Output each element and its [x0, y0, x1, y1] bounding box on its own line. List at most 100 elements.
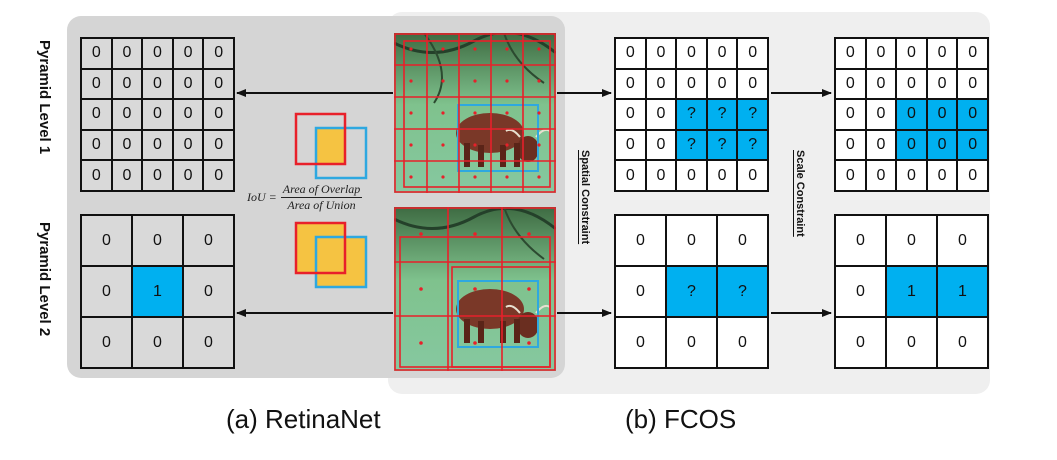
- scale-constraint-label: Scale Constraint: [794, 150, 806, 237]
- grid-cell: 0: [887, 216, 936, 265]
- grid-cell: 0: [616, 130, 645, 160]
- grid-cell: 0: [677, 161, 706, 190]
- grid-cell: 0: [707, 161, 737, 190]
- grid-cell: 0: [143, 161, 172, 190]
- grid-cell: 0: [836, 318, 885, 367]
- grid-cell: ?: [667, 267, 716, 316]
- spatial-constraint-label: Spatial Constraint: [579, 150, 591, 245]
- grid-cell: 0: [897, 130, 926, 160]
- grid-cell: 0: [836, 100, 865, 129]
- grid-cell: 0: [184, 318, 233, 367]
- grid-cell: ?: [707, 100, 737, 129]
- grid-cell: 0: [667, 216, 716, 265]
- grid-cell: 0: [112, 161, 142, 190]
- grid-cell: 0: [738, 39, 767, 68]
- grid-cell: 0: [173, 69, 203, 99]
- grid-cell: 0: [866, 39, 896, 68]
- iou-numerator: Area of Overlap: [280, 182, 363, 198]
- grid-cell: 0: [958, 130, 987, 160]
- grid-cell: 0: [646, 69, 676, 99]
- grid-cell: 0: [958, 161, 987, 190]
- grid-cell: 0: [82, 216, 131, 265]
- grid-cell: 0: [718, 216, 767, 265]
- grid-cell: 0: [927, 130, 957, 160]
- iou-lhs: IoU =: [247, 190, 277, 204]
- grid-cell: 1: [133, 267, 182, 316]
- iou-partial-overlap-icon: [294, 112, 368, 180]
- grid-cell: 0: [667, 318, 716, 367]
- grid-cell: 0: [836, 216, 885, 265]
- grid-cell: 0: [958, 69, 987, 99]
- grid-cell: 0: [616, 318, 665, 367]
- grid-cell: 0: [866, 161, 896, 190]
- grid-cell: 0: [646, 39, 676, 68]
- grid-cell: 0: [173, 161, 203, 190]
- grid-cell: 0: [887, 318, 936, 367]
- grid-cell: 0: [616, 161, 645, 190]
- grid-cell: 0: [897, 39, 926, 68]
- iou-denominator: Area of Union: [287, 198, 356, 212]
- grid-cell: 0: [836, 39, 865, 68]
- pyramid-level-1-label: Pyramid Level 1: [36, 40, 53, 155]
- grid-cell: 0: [184, 216, 233, 265]
- grid-cell: 0: [616, 216, 665, 265]
- grid-cell: 0: [836, 267, 885, 316]
- grid-cell: 0: [897, 100, 926, 129]
- grid-cell: 0: [646, 161, 676, 190]
- grid-cell: 0: [938, 216, 987, 265]
- grid-cell: 0: [204, 130, 233, 160]
- grid-cell: 0: [738, 161, 767, 190]
- grid-cell: 0: [173, 130, 203, 160]
- grid-cell: 0: [82, 161, 111, 190]
- grid-cell: 0: [173, 100, 203, 129]
- grid-cell: 0: [143, 69, 172, 99]
- grid-cell: 0: [866, 130, 896, 160]
- grid-cell: 0: [204, 161, 233, 190]
- grid-cell: ?: [677, 100, 706, 129]
- grid-cell: 0: [133, 216, 182, 265]
- grid-cell: 0: [143, 100, 172, 129]
- iou-formula: IoU = Area of Overlap Area of Union: [247, 182, 363, 213]
- grid-cell: 0: [82, 100, 111, 129]
- grid-cell: 0: [677, 69, 706, 99]
- grid-cell: ?: [718, 267, 767, 316]
- grid-cell: 0: [616, 100, 645, 129]
- grid-cell: 0: [707, 39, 737, 68]
- grid-cell: 0: [738, 69, 767, 99]
- grid-cell: 0: [112, 69, 142, 99]
- grid-cell: 0: [897, 161, 926, 190]
- grid-cell: 0: [927, 69, 957, 99]
- grid-cell: ?: [707, 130, 737, 160]
- grid-cell: 0: [184, 267, 233, 316]
- grid-cell: ?: [738, 130, 767, 160]
- grid-cell: 0: [958, 100, 987, 129]
- highland-cow-photo-level-2: [394, 207, 556, 371]
- grid-cell: 0: [82, 39, 111, 68]
- grid-cell: 0: [616, 39, 645, 68]
- grid-cell: 0: [866, 100, 896, 129]
- grid-cell: 0: [173, 39, 203, 68]
- grid-cell: 0: [707, 69, 737, 99]
- grid-cell: 0: [718, 318, 767, 367]
- grid-cell: 0: [204, 100, 233, 129]
- grid-cell: 0: [616, 69, 645, 99]
- grid-cell: 0: [836, 130, 865, 160]
- grid-cell: 0: [958, 39, 987, 68]
- grid-cell: 0: [677, 39, 706, 68]
- grid-cell: 0: [836, 69, 865, 99]
- grid-cell: 0: [938, 318, 987, 367]
- grid-cell: 0: [204, 39, 233, 68]
- grid-cell: 0: [143, 130, 172, 160]
- caption-retinanet: (a) RetinaNet: [226, 404, 381, 434]
- grid-cell: 0: [646, 130, 676, 160]
- grid-cell: 0: [82, 130, 111, 160]
- grid-cell: 0: [646, 100, 676, 129]
- grid-cell: 0: [82, 69, 111, 99]
- grid-cell: ?: [677, 130, 706, 160]
- grid-cell: 0: [897, 69, 926, 99]
